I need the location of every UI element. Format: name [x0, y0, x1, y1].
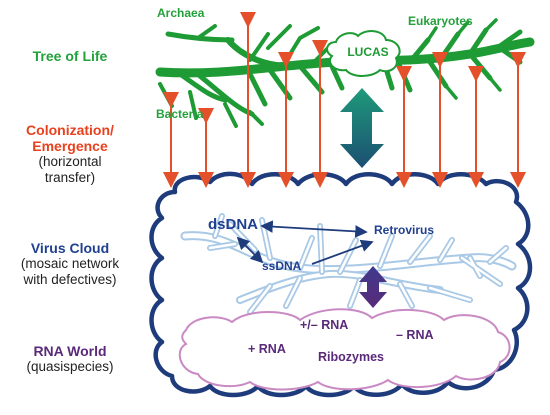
virus-cloud-sub-line2: with defectives)	[23, 271, 117, 287]
virus-network	[180, 213, 517, 315]
rna-world-block: RNA World (quasispecies)	[0, 343, 140, 375]
archaea-label: Archaea	[157, 6, 205, 20]
retrovirus-label: Retrovirus	[374, 223, 435, 237]
virus-relation-arrows	[236, 220, 374, 265]
bacteria-label: Bacteria	[156, 107, 204, 121]
horizontal-transfer-arrows	[163, 12, 526, 188]
rna-world-label: RNA World	[33, 343, 107, 359]
colonization-block: Colonization/ Emergence (horizontal tran…	[0, 122, 140, 185]
rna-cloud-outline	[178, 308, 511, 391]
colonization-double-arrow	[340, 88, 384, 168]
arrow-ssdna-retrovirus	[311, 239, 374, 265]
virus-cloud-block: Virus Cloud (mosaic network with defecti…	[0, 240, 140, 287]
ssdna-label: ssDNA	[262, 259, 302, 273]
minus-rna-label: – RNA	[396, 328, 434, 342]
virus-cloud-sub-line1: (mosaic network	[20, 256, 120, 272]
dsdna-label: dsDNA	[208, 216, 259, 233]
plus-minus-rna-label: +/– RNA	[300, 318, 349, 332]
colonization-label-line1: Colonization/	[26, 122, 114, 138]
ribozymes-label: Ribozymes	[318, 350, 384, 364]
lucas-label: LUCAS	[347, 45, 389, 59]
virus-cloud-label: Virus Cloud	[30, 240, 110, 256]
tree-of-life-label: Tree of Life	[32, 48, 108, 64]
rna-virus-double-arrow	[359, 266, 387, 308]
rna-world-sub: (quasispecies)	[26, 359, 114, 375]
plus-rna-label: + RNA	[248, 342, 286, 356]
arrow-dsdna-retrovirus	[260, 220, 368, 238]
lucas-cloud	[326, 30, 401, 77]
colonization-label-line2: Emergence	[32, 138, 108, 155]
eukaryotes-label: Eukaryotes	[408, 14, 473, 28]
colonization-sub-line2: transfer)	[44, 169, 96, 185]
colonization-sub-line1: (horizontal	[38, 154, 102, 170]
arrow-dsdna-ssdna	[236, 236, 264, 264]
